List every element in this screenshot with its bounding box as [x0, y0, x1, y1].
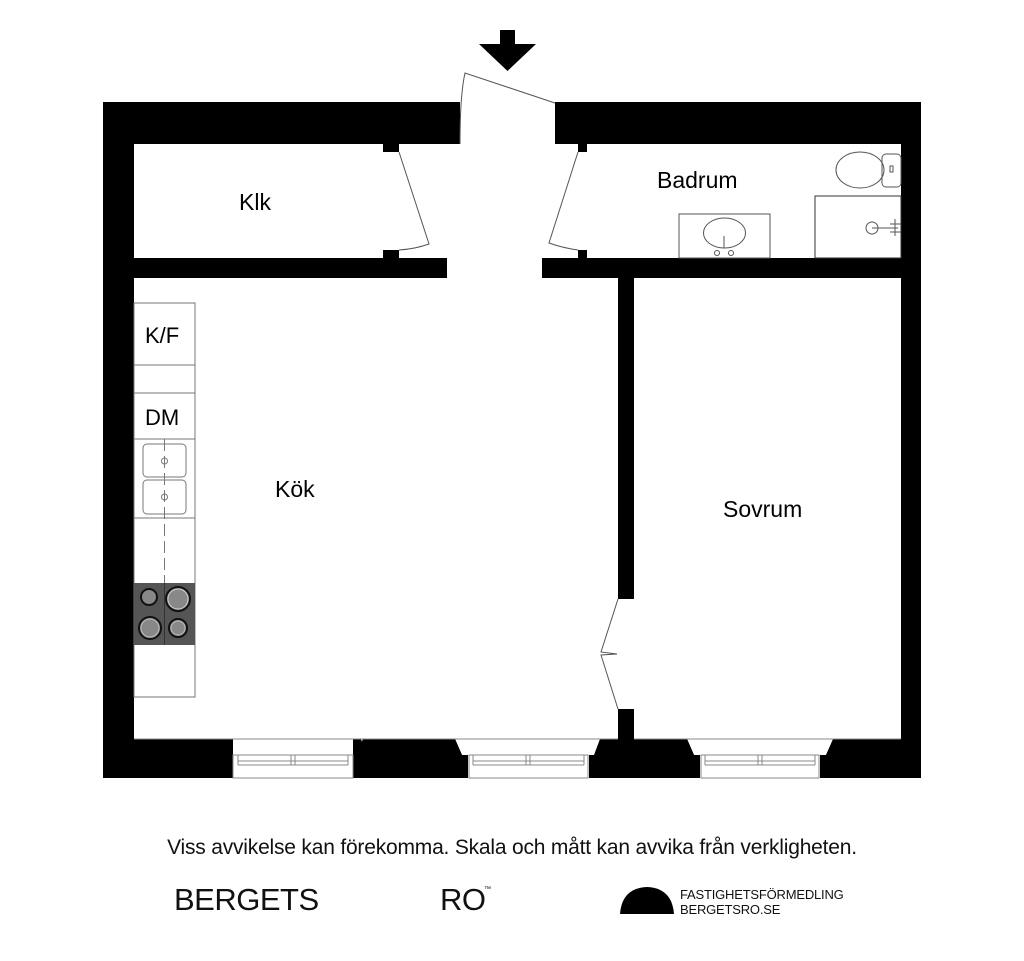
brand-name-left: BERGETS: [174, 882, 319, 917]
entrance-arrow-icon: [479, 30, 536, 71]
trademark-symbol: ™: [484, 886, 491, 893]
floor-plan: Klk Badrum Kök Sovrum K/F DM: [103, 30, 921, 779]
disclaimer-text: Viss avvikelse kan förekomma. Skala och …: [167, 836, 857, 859]
doors: [398, 72, 619, 710]
room-label-sovrum: Sovrum: [723, 496, 802, 522]
stove-icon: [134, 583, 195, 645]
bathroom-fixtures: [678, 151, 902, 259]
room-label-kok: Kök: [275, 476, 315, 502]
brand-logo-icon: [620, 887, 674, 914]
walls: [103, 102, 921, 778]
brand-name-right: RO: [440, 882, 486, 917]
brand-tagline: FASTIGHETSFÖRMEDLING: [680, 887, 844, 902]
kitchen-counter: [133, 302, 196, 698]
room-label-klk: Klk: [239, 189, 271, 215]
appliance-label-kf: K/F: [145, 323, 179, 348]
brand-website: BERGETSRO.SE: [680, 902, 781, 917]
appliance-label-dm: DM: [145, 405, 179, 430]
room-label-badrum: Badrum: [657, 167, 738, 193]
windows: [134, 738, 901, 779]
